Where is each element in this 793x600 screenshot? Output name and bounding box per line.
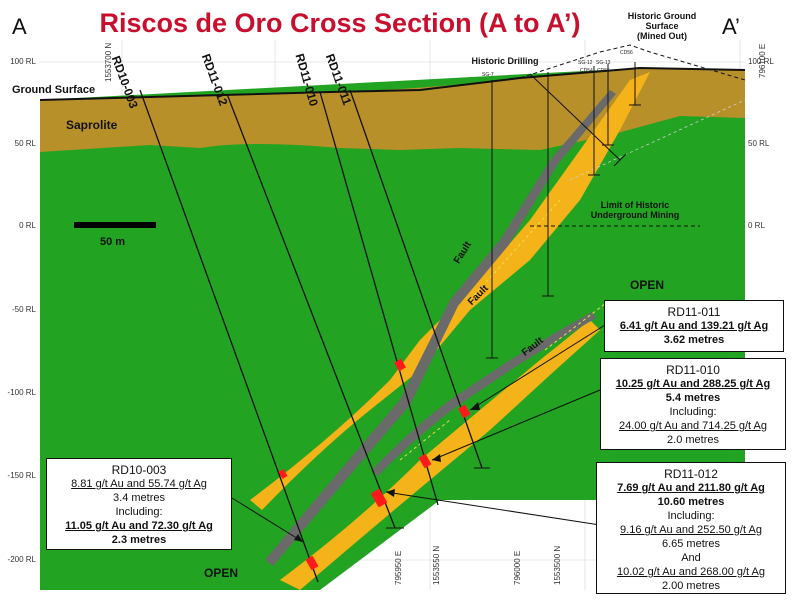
- rl-label-100: 100 RL: [10, 57, 36, 66]
- historic-hole-sg7: SG-7: [482, 72, 494, 78]
- saprolite-label: Saprolite: [66, 118, 118, 132]
- fault-trace-4: [569, 99, 746, 181]
- leader-lines: [231, 324, 606, 543]
- section-start-label: A: [12, 14, 27, 39]
- drill-hole-endcaps: [386, 467, 490, 529]
- high-grade-intercepts: [278, 358, 471, 571]
- rl-label-minus200: -200 RL: [7, 555, 36, 564]
- rl-label-minus100: -100 RL: [7, 388, 36, 397]
- rl-label-minus50: -50 RL: [11, 305, 36, 314]
- rl-label-minus150: -150 RL: [7, 471, 36, 480]
- fault-trace-1: [469, 199, 561, 301]
- historic-hole-sg12: SG-12: [578, 60, 593, 66]
- scale-bar-label: 50 m: [100, 236, 126, 248]
- rl-label-right-0: 0 RL: [748, 221, 765, 230]
- intercept-box-rd11-012: RD11-012 7.69 g/t Au and 211.80 g/t Ag 1…: [596, 462, 786, 594]
- page-title: Riscos de Oro Cross Section (A to A’): [99, 8, 581, 38]
- open-label-right: OPEN: [630, 278, 665, 292]
- bottom-coord-3: 796000 E: [513, 550, 522, 585]
- bottom-coord-2: 1553550 N: [432, 545, 441, 585]
- open-label-bottom: OPEN: [204, 566, 239, 580]
- saprolite-layer: [40, 68, 745, 152]
- top-coord-east: 796100 E: [758, 43, 767, 78]
- section-end-label: A’: [722, 14, 740, 39]
- historic-ground-surface-label: Historic Ground Surface (Mined Out): [627, 11, 697, 41]
- fault-zone-1: [265, 90, 616, 566]
- historic-hole-cd55: CD55: [597, 68, 610, 74]
- historic-hole-cd56: CD56: [620, 50, 633, 56]
- intercept-box-rd11-010: RD11-010 10.25 g/t Au and 288.25 g/t Ag …: [600, 358, 786, 450]
- vein-upper: [250, 72, 650, 510]
- rl-label-right-100: 100 RL: [748, 57, 774, 66]
- historic-hole-cd54: CD54: [580, 68, 593, 74]
- fault-trace-3: [544, 299, 611, 351]
- drill-hole-traces: [139, 89, 483, 583]
- rl-label-50: 50 RL: [14, 139, 36, 148]
- bottom-coord-4: 1553500 N: [553, 545, 562, 585]
- fault-zone-2: [372, 312, 596, 476]
- rl-label-right-50: 50 RL: [748, 139, 770, 148]
- historic-drilling-label: Historic Drilling: [471, 56, 539, 66]
- ground-surface-label: Ground Surface: [12, 84, 96, 96]
- historic-ground-dashed: [519, 44, 746, 81]
- rl-label-0: 0 RL: [19, 221, 36, 230]
- ground-surface-line: [39, 66, 746, 101]
- leader-arrowheads: [294, 402, 480, 542]
- fault-trace-2: [399, 419, 451, 461]
- intercept-box-rd10-003: RD10-003 8.81 g/t Au and 55.74 g/t Ag 3.…: [46, 458, 232, 550]
- limit-historic-label: Limit of Historic Underground Mining: [590, 200, 680, 220]
- historic-hole-sg13: SG-13: [596, 60, 611, 66]
- scale-bar: [74, 222, 156, 228]
- intercept-box-rd11-011: RD11-011 6.41 g/t Au and 139.21 g/t Ag 3…: [604, 300, 784, 352]
- bottom-coord-1: 795950 E: [394, 550, 403, 585]
- historic-hole-traces: [486, 62, 641, 359]
